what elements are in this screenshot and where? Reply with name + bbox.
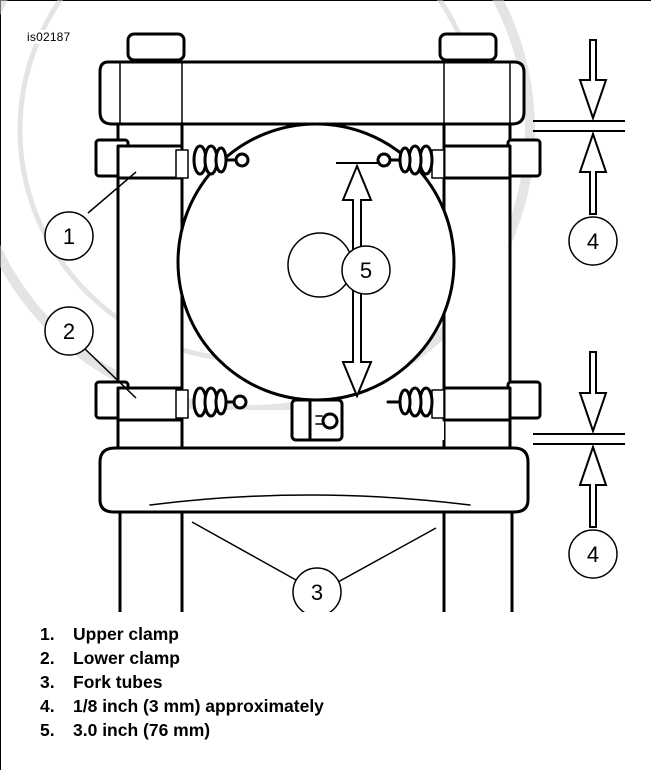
legend-text: Fork tubes bbox=[73, 672, 163, 692]
callout-4a: 4 bbox=[587, 229, 599, 254]
legend-item: 4. 1/8 inch (3 mm) approximately bbox=[40, 694, 324, 718]
callout-3: 3 bbox=[311, 580, 323, 605]
legend-number: 2. bbox=[40, 648, 55, 668]
lamp-clamp-block bbox=[290, 398, 344, 442]
lower-clamp-left bbox=[94, 380, 248, 422]
legend-number: 4. bbox=[40, 696, 55, 716]
figure-id: is02187 bbox=[26, 30, 72, 44]
callout-1: 1 bbox=[63, 224, 75, 249]
legend-item: 2. Lower clamp bbox=[40, 646, 324, 670]
top-bolt-right bbox=[438, 32, 498, 62]
legend-number: 1. bbox=[40, 624, 55, 644]
top-bolt-left bbox=[126, 32, 186, 62]
callout-5: 5 bbox=[360, 258, 372, 283]
upper-clamp-left bbox=[94, 138, 250, 180]
callout-2-circle bbox=[44, 306, 94, 356]
fork-clamp-illustration: 1 2 3 4 4 5 is02187 bbox=[0, 0, 625, 617]
legend-text: Upper clamp bbox=[73, 624, 179, 644]
fork-tube-lower-right bbox=[442, 498, 514, 614]
lower-clamp-right bbox=[386, 380, 542, 422]
legend-item: 3. Fork tubes bbox=[40, 670, 324, 694]
fork-tube-lower-left bbox=[118, 498, 184, 614]
fork-clamp-drawing: 1 2 3 4 4 5 bbox=[0, 0, 625, 617]
callout-4b-circle bbox=[568, 529, 618, 579]
callout-2: 2 bbox=[63, 319, 75, 344]
gap-indicator-lower bbox=[533, 351, 625, 528]
legend-text: Lower clamp bbox=[73, 648, 180, 668]
gap-indicator-upper bbox=[533, 39, 625, 215]
legend-item: 5. 3.0 inch (76 mm) bbox=[40, 718, 324, 742]
figure-legend: 1. Upper clamp 2. Lower clamp 3. Fork tubes… bbox=[40, 622, 324, 742]
callout-1-circle bbox=[44, 211, 94, 261]
legend-text: 3.0 inch (76 mm) bbox=[73, 720, 211, 740]
legend-item: 1. Upper clamp bbox=[40, 622, 324, 646]
legend-text: 1/8 inch (3 mm) approximately bbox=[73, 696, 324, 716]
legend-number: 3. bbox=[40, 672, 55, 692]
callout-5-circle bbox=[341, 245, 391, 295]
upper-bracket bbox=[98, 60, 526, 126]
callout-4a-circle bbox=[568, 216, 618, 266]
upper-clamp-right bbox=[376, 138, 542, 180]
lower-bracket bbox=[98, 446, 530, 514]
callout-4b: 4 bbox=[587, 542, 599, 567]
legend-number: 5. bbox=[40, 720, 55, 740]
